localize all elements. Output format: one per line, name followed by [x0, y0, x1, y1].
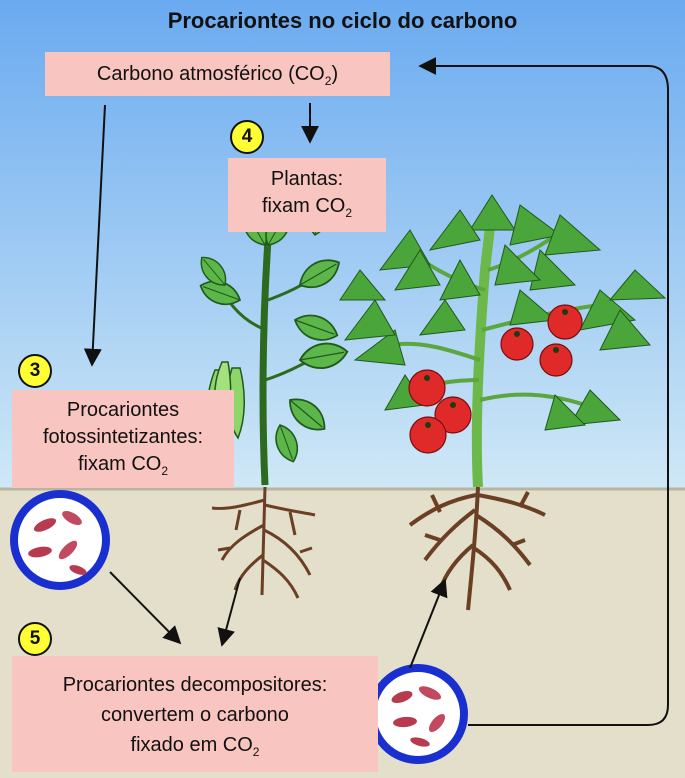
arrow-return-to-atmosphere [418, 57, 669, 726]
tomatoes [408, 304, 583, 454]
plants-label: Plantas: fixam CO2 [228, 158, 386, 232]
arrow-roots-to-decomposers [217, 577, 241, 647]
step-badge-4: 4 [230, 120, 264, 154]
step-badge-3: 3 [18, 354, 52, 388]
photosynthetic-prokaryotes-circle [10, 490, 110, 590]
photosynthetic-prokaryotes-label: Procariontes fotossintetizantes: fixam C… [12, 390, 234, 488]
diagram-title: Procariontes no ciclo do carbono [167, 8, 518, 33]
arrow-decomposers-to-tomato [409, 578, 448, 669]
decomposer-prokaryotes-circle [368, 664, 468, 764]
decomposer-prokaryotes-label: Procariontes decompositores: convertem o… [12, 656, 378, 772]
tomato-plant [339, 194, 667, 611]
atmospheric-carbon-label: Carbono atmosférico (CO2) [45, 52, 390, 96]
arrow-photosynthetic-to-decomposers [109, 571, 182, 645]
arrow-atmosphere-to-photosynthetic [83, 104, 106, 367]
step-badge-5: 5 [18, 622, 52, 656]
